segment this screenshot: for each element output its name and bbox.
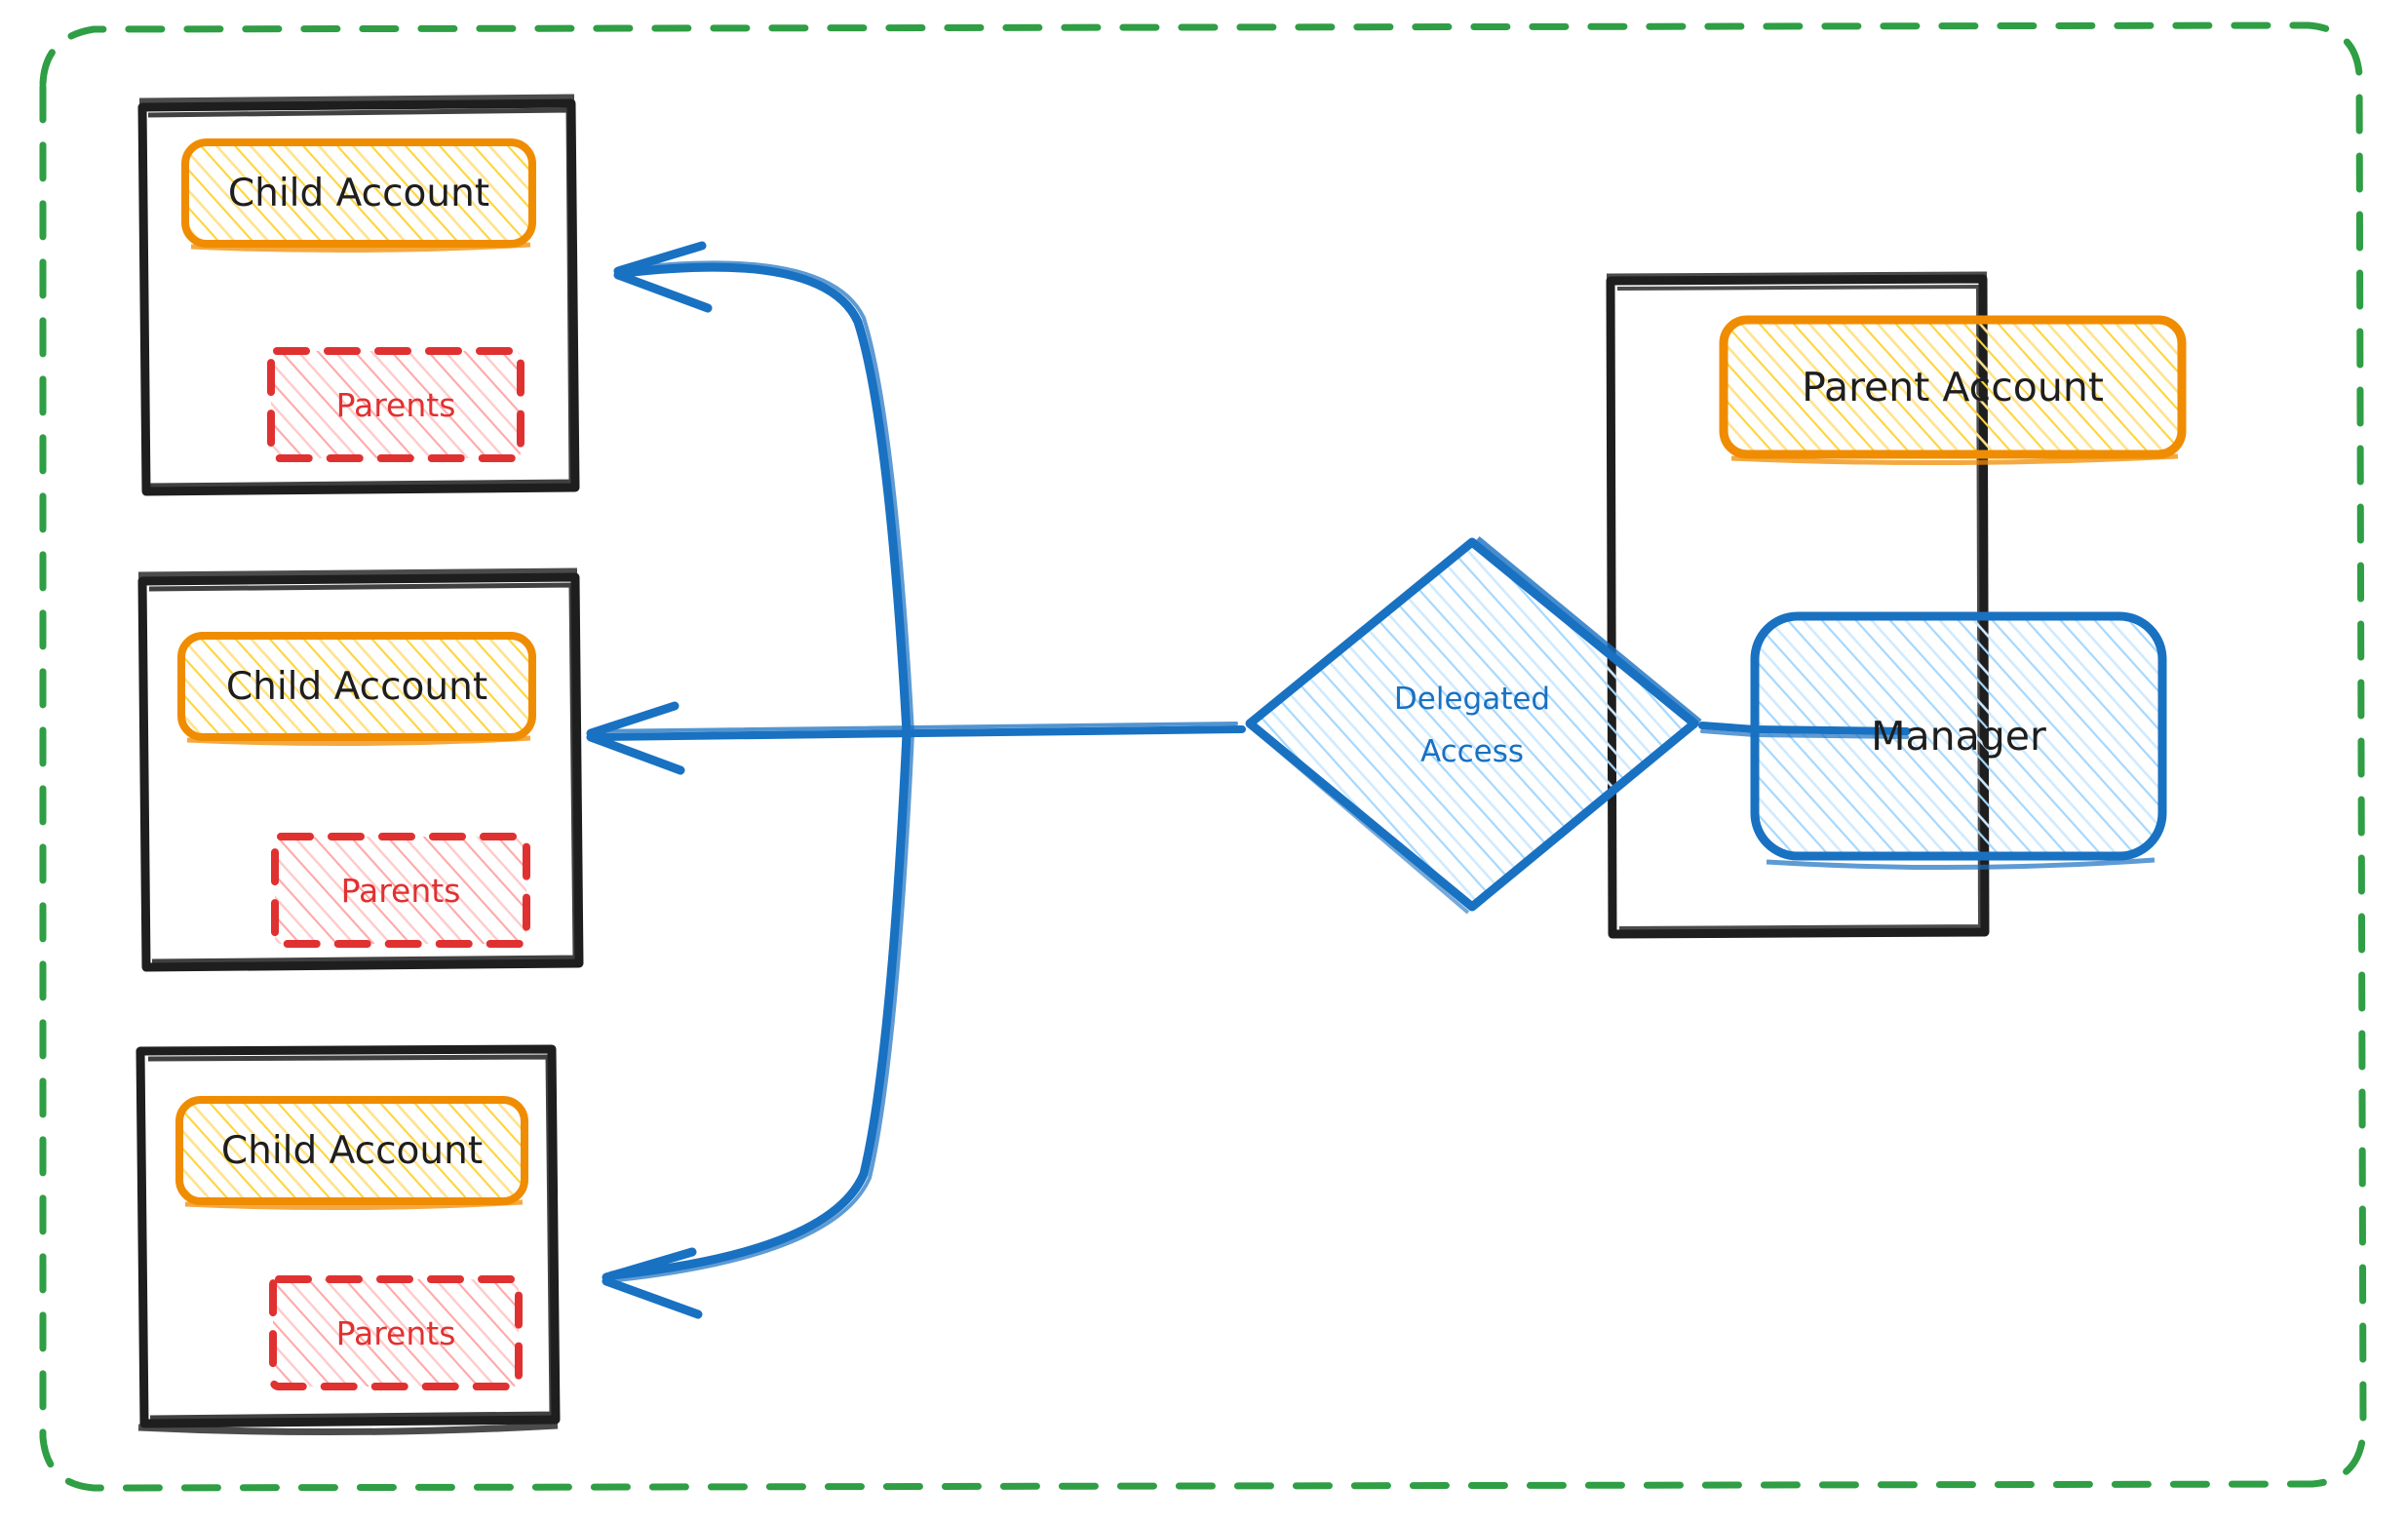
manager-box — [1750, 611, 2167, 871]
child-account-2-box — [177, 632, 536, 747]
delegated-access-diamond — [1245, 536, 1702, 915]
connector-group — [586, 241, 1911, 1319]
child-account-1-parents-box — [267, 347, 524, 462]
parent-account-box — [1719, 315, 2187, 466]
child-account-3-parents-box — [269, 1275, 523, 1390]
connector-to-child-2 — [586, 701, 1246, 775]
child-account-1-box — [181, 138, 536, 254]
connector-manager-to-delegated — [1698, 722, 1911, 739]
connector-to-child-3 — [602, 728, 914, 1319]
connector-to-child-1 — [613, 241, 914, 738]
organization-boundary — [39, 21, 2367, 1492]
child-account-3-box — [175, 1096, 528, 1211]
child-account-2-parents-box — [271, 833, 530, 948]
